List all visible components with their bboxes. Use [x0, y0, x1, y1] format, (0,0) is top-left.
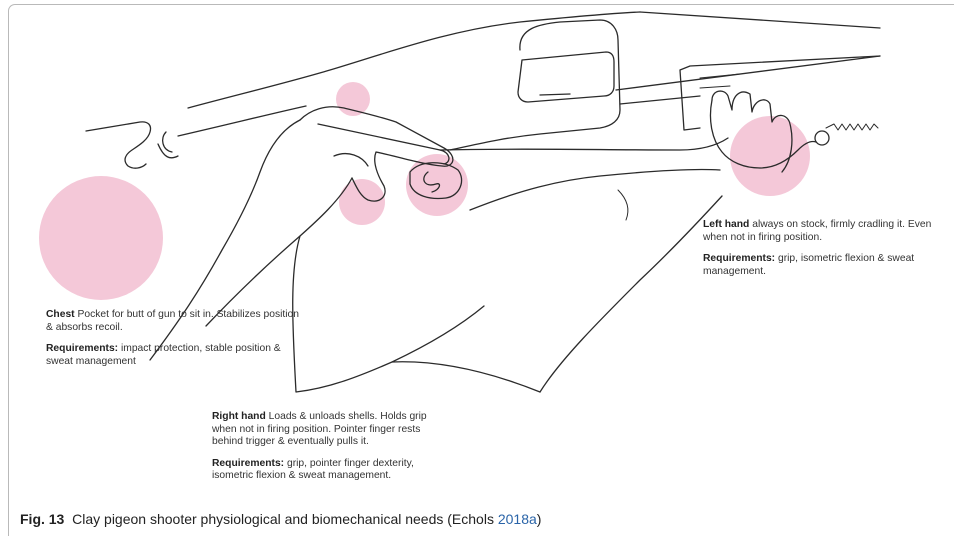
- gun-barrel-mid: [616, 56, 880, 90]
- caption-text: Clay pigeon shooter physiological and bi…: [72, 511, 498, 527]
- right-hand-title: Right hand: [212, 411, 266, 422]
- elbow-line: [540, 196, 722, 392]
- left-hand-callout: Left hand always on stock, firmly cradli…: [703, 219, 947, 278]
- chest-requirements: Requirements: impact protection, stable …: [46, 343, 308, 368]
- chest-text: Pocket for butt of gun to sit in. Stabil…: [46, 309, 299, 333]
- figure-caption: Fig. 13 Clay pigeon shooter physiologica…: [20, 511, 541, 527]
- chest-highlight: [39, 176, 163, 300]
- gun-stock-bottom: [178, 106, 306, 136]
- highlight-zones: [39, 82, 810, 300]
- left-hand-req-label: Requirements:: [703, 253, 775, 264]
- right-hand-callout: Right hand Loads & unloads shells. Holds…: [212, 411, 438, 483]
- barrel-ring: [815, 131, 829, 145]
- head-outline: [86, 122, 151, 168]
- left-arm-bottom: [470, 169, 720, 210]
- right-thumb: [334, 154, 368, 166]
- right-hand-highlight: [339, 179, 385, 225]
- caption-label: Fig. 13: [20, 511, 64, 527]
- chest-description: Chest Pocket for butt of gun to sit in. …: [46, 309, 308, 334]
- gun-barrel-lower: [620, 96, 700, 104]
- slide-bolt: [540, 94, 570, 95]
- left-hand-requirements: Requirements: grip, isometric flexion & …: [703, 253, 947, 278]
- left-hand-description: Left hand always on stock, firmly cradli…: [703, 219, 947, 244]
- forend-grooves: [700, 74, 740, 88]
- ear-mark: [163, 132, 172, 152]
- right-hand-requirements: Requirements: grip, pointer finger dexte…: [212, 458, 438, 483]
- upper-arm: [392, 362, 540, 392]
- gun-stock-top: [188, 12, 640, 108]
- arm-crease: [618, 190, 628, 220]
- right-hand-description: Right hand Loads & unloads shells. Holds…: [212, 411, 438, 449]
- chest-callout: Chest Pocket for butt of gun to sit in. …: [46, 309, 308, 368]
- barrel-knurl: [826, 124, 878, 130]
- receiver: [450, 20, 620, 150]
- caption-citation[interactable]: 2018a: [498, 511, 537, 527]
- sleeve: [293, 236, 484, 392]
- left-arm-top: [440, 138, 728, 150]
- left-hand-title: Left hand: [703, 219, 749, 230]
- right-forearm-bottom: [206, 178, 352, 326]
- shoulder-highlight: [336, 82, 370, 116]
- left-hand-highlight: [730, 116, 810, 196]
- chest-title: Chest: [46, 309, 75, 320]
- chest-req-label: Requirements:: [46, 343, 118, 354]
- caption-close: ): [537, 511, 542, 527]
- gun-barrel-top: [640, 12, 880, 28]
- right-hand-req-label: Requirements:: [212, 458, 284, 469]
